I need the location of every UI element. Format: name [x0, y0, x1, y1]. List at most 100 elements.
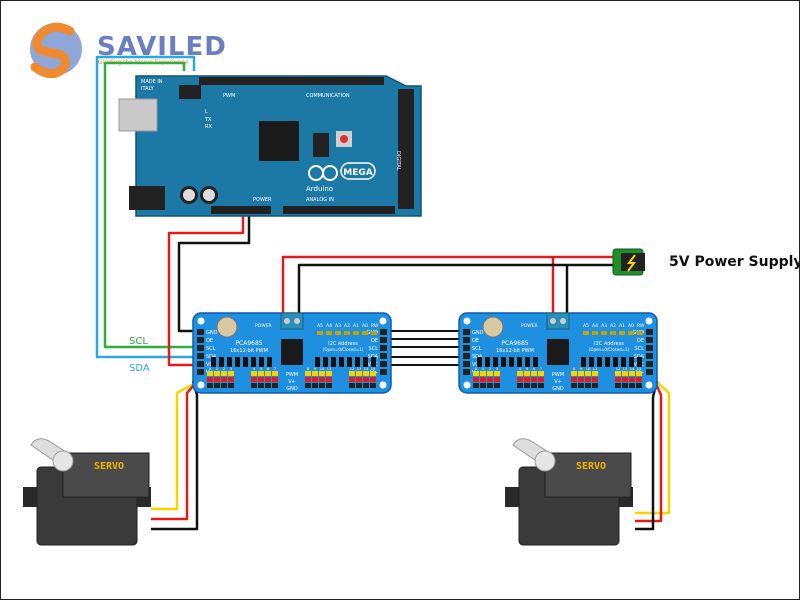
- pca1-vplus-pin-icon: [207, 377, 213, 382]
- pca1-pwm-pin-icon: [258, 371, 264, 376]
- pca2-gnd-pin-icon: [538, 383, 544, 388]
- pca1-vplus-pin-icon: [251, 377, 257, 382]
- pca2-vplus-pin-icon: [578, 377, 584, 382]
- servo-1-shaft-icon: [52, 450, 74, 472]
- saviled-logo: SAVILED Guiding the Visual Experience: [30, 22, 226, 78]
- pca1-resistor-icon: [331, 357, 336, 367]
- pca1-address-bit-label: A0: [362, 323, 368, 329]
- reset-button-cap-icon: [340, 135, 348, 143]
- pca2-channel-label: 4: [519, 366, 522, 371]
- pca2-vplus-pin-icon: [473, 377, 479, 382]
- pca2-mount-hole-icon: [463, 381, 471, 389]
- servo-2-top-icon: [544, 452, 632, 498]
- pca1-pwm-pin-icon: [265, 371, 271, 376]
- pca1-resistor-icon: [251, 357, 256, 367]
- servo1-gnd-wire: [151, 380, 199, 531]
- scl-label: SCL: [129, 336, 148, 347]
- pca1-gnd-pin-icon: [349, 383, 355, 388]
- pca1-channel-label: 14: [364, 366, 369, 371]
- pca1-terminal-icon: [280, 312, 304, 330]
- pca2-pwm-pin-icon: [578, 371, 584, 376]
- pca2-address-bit-label: A5: [583, 323, 589, 329]
- pca2-vplus-pin-icon: [524, 377, 530, 382]
- pca2-vplus-pin-icon: [487, 377, 493, 382]
- pca2-address-jumper-icon: [610, 331, 616, 335]
- pca1-left-pin-icon: [197, 361, 204, 367]
- lightning-icon: [627, 254, 636, 272]
- servo-2-tab-left-icon: [505, 487, 521, 507]
- servo-2: SERVO: [505, 438, 633, 546]
- pca2-resistor-icon: [605, 357, 610, 367]
- pca1-i2c-label: I2C Address: [328, 341, 358, 347]
- pca1-gnd-pin-icon: [312, 383, 318, 388]
- pca1-channel-label: 12: [350, 366, 355, 371]
- pca2-pwm-pin-icon: [494, 371, 500, 376]
- servo-2-shaft-icon: [534, 450, 556, 472]
- pwm-label: PWM: [223, 93, 235, 99]
- pca2-gnd-pin-icon: [487, 383, 493, 388]
- pca1-vplus-pin-icon: [272, 377, 278, 382]
- top-header-icon: [199, 77, 384, 85]
- pca2-address-bit-label: A3: [601, 323, 607, 329]
- pca2-gnd-pin-icon: [517, 383, 523, 388]
- sda-label: SDA: [129, 363, 150, 374]
- pca2-left-pin-icon: [463, 345, 470, 351]
- made-in-label: MADE IN: [141, 79, 163, 85]
- pca2-pwm-pin-icon: [636, 371, 642, 376]
- pca2-chip-name: PCA9685: [501, 340, 528, 347]
- pca1-right-pin-icon: [380, 345, 387, 351]
- pca2-gnd-pin-icon: [622, 383, 628, 388]
- pca2-vplus-pin-icon: [494, 377, 500, 382]
- pca1-gnd-pin-icon: [272, 383, 278, 388]
- pca2-gnd-pin-icon: [473, 383, 479, 388]
- pca2-channel-label: 5: [526, 366, 529, 371]
- pca1-screw-2-icon: [294, 318, 300, 324]
- pca2-mount-hole-icon: [645, 317, 653, 325]
- pca2-channel-label: 13: [623, 366, 628, 371]
- pca1-resistor-icon: [323, 357, 328, 367]
- pca1-vplus-pin-icon: [305, 377, 311, 382]
- usb-port-icon: [118, 98, 158, 132]
- pca2-i2c-label: I2C Address: [594, 341, 624, 347]
- pca2-address-jumper-icon: [619, 331, 625, 335]
- pca9685-board-2: GNDGNDOEOESCLSCLSDASDAVCCVCCV+V+PCA96851…: [458, 312, 658, 394]
- pca1-gnd-pin-icon: [214, 383, 220, 388]
- pca2-resistor-icon: [637, 357, 642, 367]
- pca1-channel-label: 5: [260, 366, 263, 371]
- power-label: POWER: [253, 197, 272, 203]
- pca1-mount-hole-icon: [197, 317, 205, 325]
- pca2-resistor-icon: [613, 357, 618, 367]
- pca2-vplus-label: V+: [554, 379, 562, 385]
- pca2-channel-label: 0: [475, 366, 478, 371]
- pca1-channel-label: 7: [274, 366, 277, 371]
- arduino-brand: Arduino: [306, 185, 333, 193]
- pca2-channel-label: 9: [580, 366, 583, 371]
- pca2-gnd-pin-icon: [494, 383, 500, 388]
- pca1-channel-label: 13: [357, 366, 362, 371]
- pca1-address-jumper-icon: [335, 331, 341, 335]
- pca1-right-pin-label: OE: [371, 338, 378, 344]
- pca2-resistor-icon: [477, 357, 482, 367]
- pca1-address-jumper-icon: [371, 331, 377, 335]
- pca2-resistor-icon: [589, 357, 594, 367]
- tx-label: TX: [204, 117, 212, 123]
- pca1-resistor-icon: [211, 357, 216, 367]
- pca2-i2c-sub: (Open=0/Closed=1): [589, 347, 630, 352]
- pca1-right-pin-icon: [380, 353, 387, 359]
- pca1-pwm-pin-icon: [214, 371, 220, 376]
- pca2-resistor-icon: [581, 357, 586, 367]
- pca2-pwm-pin-icon: [592, 371, 598, 376]
- pca1-left-pin-icon: [197, 345, 204, 351]
- pca1-resistor-icon: [355, 357, 360, 367]
- pca2-pwm-pin-icon: [473, 371, 479, 376]
- icsp-header-icon: [313, 133, 329, 157]
- pca1-left-pin-icon: [197, 337, 204, 343]
- pca1-vplus-pin-icon: [356, 377, 362, 382]
- pca2-right-pin-icon: [646, 361, 653, 367]
- pca1-resistor-icon: [259, 357, 264, 367]
- pca2-right-pin-icon: [646, 337, 653, 343]
- pca2-mount-hole-icon: [645, 381, 653, 389]
- pca2-gnd-pin-icon: [592, 383, 598, 388]
- servo-1: SERVO: [23, 438, 151, 546]
